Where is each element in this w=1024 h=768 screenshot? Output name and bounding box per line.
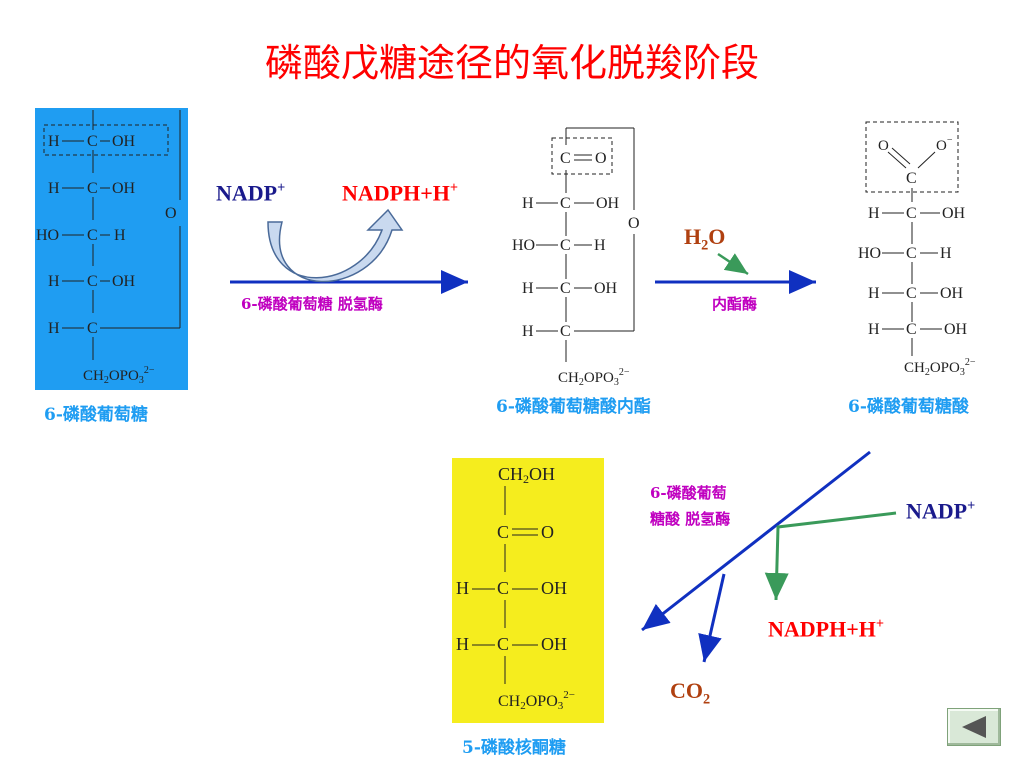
svg-text:O: O: [541, 522, 554, 542]
page-title: 磷酸戊糖途径的氧化脱羧阶段: [264, 41, 759, 85]
svg-text:C: C: [906, 205, 917, 222]
svg-text:OH: OH: [112, 180, 136, 197]
glucose-6-phosphate-structure: H C OH H C OH HO C H H C OH H C CH2OPO32…: [36, 110, 181, 386]
svg-text:C: C: [560, 323, 571, 340]
svg-text:H: H: [594, 237, 606, 254]
svg-text:C: C: [560, 195, 571, 212]
svg-text:H: H: [522, 195, 534, 212]
svg-text:H: H: [48, 133, 60, 150]
svg-text:CH2OPO32−: CH2OPO32−: [83, 365, 155, 386]
svg-text:CH2OPO32−: CH2OPO32−: [558, 367, 630, 388]
back-button[interactable]: [947, 708, 1001, 746]
svg-text:CH2OPO32−: CH2OPO32−: [498, 689, 575, 712]
svg-text:CH2OPO32−: CH2OPO32−: [904, 357, 976, 378]
gluconate-label: 6-磷酸葡萄糖酸: [848, 397, 969, 417]
svg-text:O: O: [595, 150, 607, 167]
reaction-arrow-2: [655, 252, 816, 294]
svg-text:OH: OH: [944, 321, 968, 338]
g6p-label: 6-磷酸葡萄糖: [44, 405, 148, 425]
g6pd-enzyme-label: 6-磷酸葡萄糖 脱氢酶: [241, 295, 383, 313]
svg-text:C: C: [497, 522, 509, 542]
svg-text:C: C: [87, 273, 98, 290]
gluconate-structure: O O− C H C OH HO C H H C OH H C OH CH2OP…: [858, 121, 976, 378]
svg-text:C: C: [497, 578, 509, 598]
svg-text:H: H: [940, 245, 952, 262]
pgd-enzyme-label-line2: 糖酸 脱氢酶: [650, 510, 731, 528]
svg-text:H: H: [868, 321, 880, 338]
nadp-reagent-2: NADP+: [906, 498, 976, 524]
lactone-label: 6-磷酸葡萄糖酸内酯: [496, 397, 651, 417]
svg-text:HO: HO: [512, 237, 535, 254]
svg-text:O: O: [878, 138, 889, 154]
svg-text:H: H: [456, 578, 469, 598]
svg-text:C: C: [497, 634, 509, 654]
ribulose-5-phosphate-highlight: [452, 458, 604, 723]
svg-text:H: H: [114, 227, 126, 244]
svg-text:OH: OH: [940, 285, 964, 302]
svg-text:C: C: [560, 280, 571, 297]
svg-text:H: H: [48, 320, 60, 337]
svg-text:OH: OH: [541, 578, 567, 598]
svg-text:OH: OH: [594, 280, 618, 297]
svg-text:HO: HO: [36, 227, 59, 244]
svg-text:H: H: [522, 323, 534, 340]
svg-text:C: C: [906, 245, 917, 262]
lactonase-enzyme-label: 内酯酶: [712, 295, 758, 313]
svg-text:O: O: [628, 215, 640, 232]
svg-text:H: H: [48, 273, 60, 290]
nadp-reagent-1: NADP+: [216, 180, 286, 206]
svg-text:C: C: [87, 180, 98, 197]
svg-text:H: H: [48, 180, 60, 197]
svg-text:OH: OH: [541, 634, 567, 654]
svg-text:C: C: [906, 170, 917, 187]
svg-text:H: H: [522, 280, 534, 297]
svg-text:C: C: [906, 285, 917, 302]
svg-text:CH2OH: CH2OH: [498, 464, 555, 486]
svg-text:OH: OH: [596, 195, 620, 212]
svg-text:O: O: [165, 205, 177, 222]
svg-text:H: H: [868, 205, 880, 222]
ru5p-label: 5-磷酸核酮糖: [462, 738, 566, 758]
svg-text:C: C: [87, 133, 98, 150]
svg-text:C: C: [87, 320, 98, 337]
nadph-product-2: NADPH+H+: [768, 616, 885, 642]
nadph-product-1: NADPH+H+: [342, 180, 459, 206]
svg-text:C: C: [560, 237, 571, 254]
reaction-arrow-3: [641, 450, 897, 663]
pgd-enzyme-label-line1: 6-磷酸葡萄: [650, 484, 727, 502]
ribulose-5-phosphate-structure: CH2OH C O H C OH H C OH CH2OPO32−: [456, 464, 575, 712]
svg-text:OH: OH: [942, 205, 966, 222]
svg-text:HO: HO: [858, 245, 881, 262]
svg-text:O−: O−: [936, 135, 953, 154]
svg-text:H: H: [456, 634, 469, 654]
svg-text:OH: OH: [112, 273, 136, 290]
svg-text:C: C: [560, 150, 571, 167]
svg-text:C: C: [906, 321, 917, 338]
cofactor-curved-arrow: [267, 208, 404, 283]
lactone-structure: C O H C OH HO C H H C OH H C O CH2OPO32−: [512, 127, 640, 388]
svg-text:C: C: [87, 227, 98, 244]
co2-product: CO2: [670, 678, 711, 708]
triangle-left-icon: [962, 716, 986, 738]
water-reagent: H2O: [684, 224, 726, 254]
svg-text:OH: OH: [112, 133, 136, 150]
svg-text:H: H: [868, 285, 880, 302]
